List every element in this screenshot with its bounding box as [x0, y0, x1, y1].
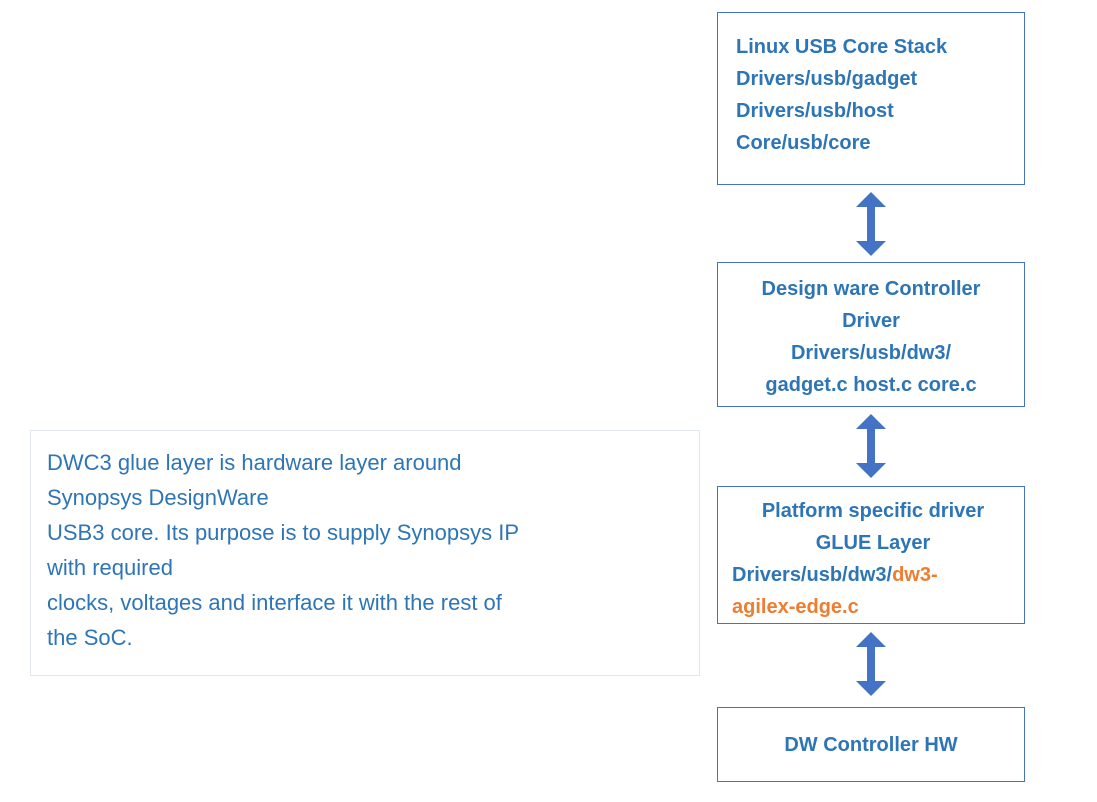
box-line: DW Controller HW [784, 733, 958, 756]
note-text-line: with required [47, 555, 173, 580]
box-designware-controller-driver: Design ware Controller Driver Drivers/us… [717, 262, 1025, 407]
double-arrow-icon [856, 414, 886, 478]
note-text-line: clocks, voltages and interface it with t… [47, 590, 502, 615]
box-line: Driver [842, 310, 900, 332]
double-arrow-shape [856, 192, 886, 256]
box-dw-controller-hw: DW Controller HW [717, 707, 1025, 782]
double-arrow-shape [856, 632, 886, 696]
box-line: Drivers/usb/gadget [736, 68, 918, 90]
note-box: DWC3 glue layer is hardware layer around… [30, 430, 700, 676]
box-line: Design ware Controller [761, 278, 981, 300]
double-arrow-icon [856, 192, 886, 256]
path-text: Drivers/usb/dw3/ [732, 564, 893, 586]
note-text-line: DWC3 glue layer is hardware layer around [47, 450, 462, 475]
box-line: Core/usb/core [736, 132, 871, 154]
box-line: Platform specific driver [761, 500, 985, 522]
box-line: gadget.c host.c core.c [765, 374, 977, 396]
box-line: Drivers/usb/dw3/dw3- [732, 559, 1014, 591]
double-arrow-icon [856, 632, 886, 696]
note-text-line: the SoC. [47, 625, 133, 650]
note-text-line: Synopsys DesignWare [47, 485, 269, 510]
box-linux-usb-core-stack: Linux USB Core Stack Drivers/usb/gadget … [717, 12, 1025, 185]
box-line: GLUE Layer [815, 532, 931, 554]
double-arrow-shape [856, 414, 886, 478]
note-text-line: USB3 core. Its purpose is to supply Syno… [47, 520, 520, 545]
box-line: Linux USB Core Stack [736, 36, 948, 58]
box-line: Drivers/usb/host [736, 100, 894, 122]
box-line: Drivers/usb/dw3/ [790, 342, 952, 364]
highlighted-file-text: dw3- [892, 564, 938, 586]
highlighted-file-text: agilex-edge.c [732, 596, 859, 618]
box-platform-glue-layer: Platform specific driver GLUE Layer Driv… [717, 486, 1025, 624]
